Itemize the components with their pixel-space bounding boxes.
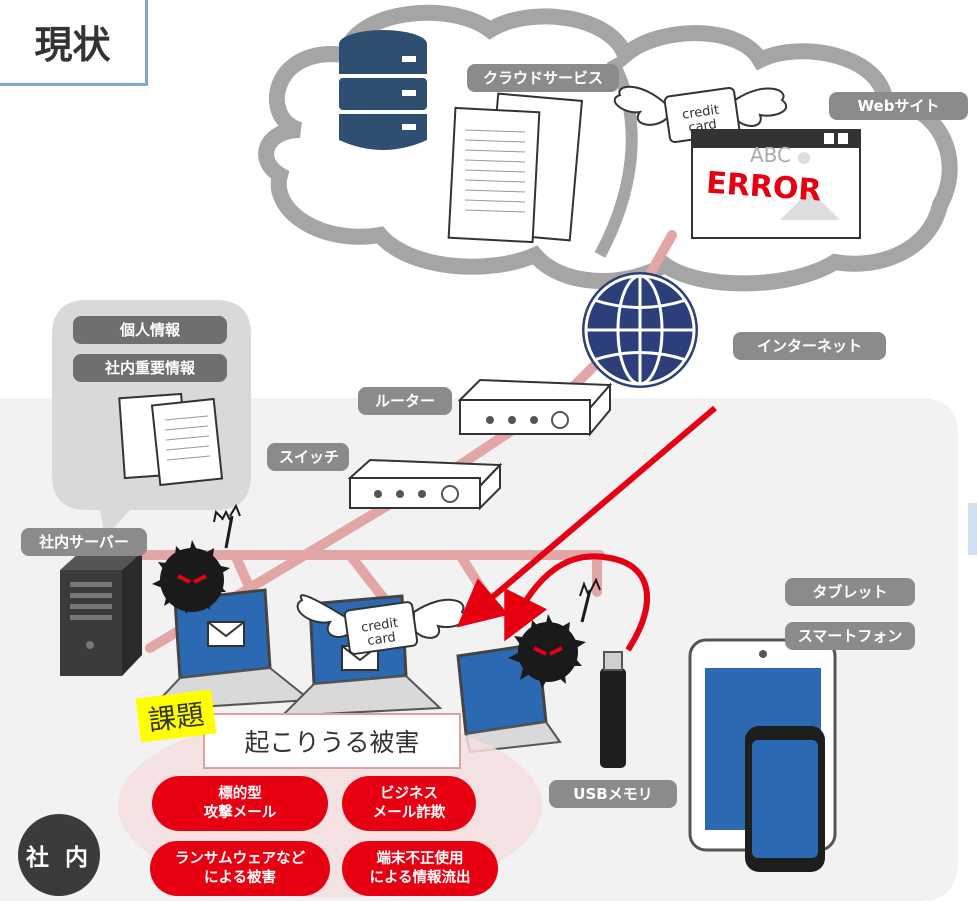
error-text: ERROR (705, 166, 822, 209)
label-website: Webサイト (829, 92, 968, 120)
risk-line: による被害 (203, 869, 277, 886)
risk-line: 端末不正使用 (376, 850, 464, 867)
router-icon (457, 378, 613, 437)
label-usb-memory: USBメモリ (549, 780, 677, 808)
flying-credit-card-icon: credit card (613, 85, 788, 144)
malware-icon-2 (508, 577, 601, 688)
risk-business-email-fraud: ビジネス メール詐欺 (342, 776, 476, 831)
database-icon (339, 30, 427, 150)
malware-icon-1 (152, 503, 241, 614)
switch-icon (347, 458, 503, 511)
card-text-1: credit (681, 103, 720, 123)
label-personal-info: 個人情報 (73, 316, 227, 344)
risk-line: による情報流出 (369, 869, 471, 886)
attack-arrow (456, 405, 717, 628)
error-browser-icon: ABC ERROR (691, 129, 861, 239)
server-icon (60, 552, 142, 676)
label-internal-server: 社内サーバー (21, 528, 147, 556)
label-smartphone: スマートフォン (785, 622, 915, 650)
inside-badge: 社 内 (18, 814, 100, 896)
issue-tag: 課題 (135, 689, 217, 743)
flying-credit-card-2-icon: credit card (296, 594, 467, 655)
card-2-text-1: credit (360, 616, 399, 636)
risk-line: ビジネス (380, 785, 438, 802)
possible-damage-title: 起こりうる被害 (203, 713, 461, 769)
risk-line: メール詐欺 (372, 804, 446, 821)
side-tab (968, 503, 977, 555)
page-title: 現状 (0, 0, 148, 86)
label-cloud-service: クラウドサービス (467, 64, 619, 92)
risk-line: 攻撃メール (203, 804, 277, 821)
label-switch: スイッチ (267, 443, 349, 471)
usb-infection-arrow (504, 553, 650, 652)
card-2-text-2: card (366, 630, 396, 649)
risk-line: 標的型 (218, 785, 262, 802)
globe-icon (582, 272, 698, 388)
risk-targeted-attack-email: 標的型 攻撃メール (152, 776, 328, 831)
usb-memory-icon (600, 651, 626, 768)
label-internal-important-info: 社内重要情報 (73, 354, 227, 382)
risk-line: ランサムウェアなど (174, 850, 306, 867)
browser-abc-text: ABC (750, 143, 791, 167)
risk-device-misuse: 端末不正使用 による情報流出 (342, 841, 498, 896)
label-internet: インターネット (733, 332, 886, 360)
smartphone-icon (745, 726, 825, 872)
documents-icon (447, 92, 584, 244)
label-tablet: タブレット (785, 578, 915, 606)
document-lines (464, 129, 526, 213)
risk-ransomware: ランサムウェアなど による被害 (150, 841, 330, 896)
label-router: ルーター (358, 387, 452, 415)
